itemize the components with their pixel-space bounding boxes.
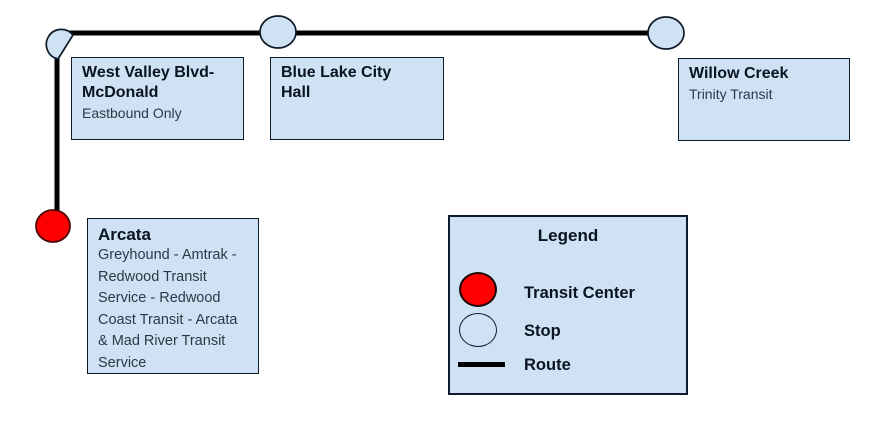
stop-subtitle: Eastbound Only [82,105,182,121]
stop-label-box-arcata: Arcata Greyhound - Amtrak - Redwood Tran… [87,218,259,374]
transit-center-icon [459,272,497,307]
route-line-icon [458,362,505,367]
legend-title: Legend [537,226,599,245]
stop-marker-blue-lake [259,15,297,49]
stop-marker-willow-creek [647,16,685,50]
stop-icon [459,313,497,347]
legend-box: Legend Transit Center Stop Route [448,215,688,395]
transit-center-marker-arcata [35,209,71,243]
stop-subtitle: Greyhound - Amtrak - Redwood Transit Ser… [98,247,238,371]
stop-label-box-blue-lake: Blue Lake City Hall [270,57,444,140]
stop-label-box-west-valley: West Valley Blvd- McDonald Eastbound Onl… [71,57,244,140]
stop-title: Blue Lake City Hall [281,64,392,101]
stop-label-box-willow-creek: Willow Creek Trinity Transit [678,58,850,141]
stop-title: Willow Creek [689,65,789,82]
legend-label-route: Route [524,356,571,374]
legend-label-stop: Stop [524,322,561,340]
stop-title: West Valley Blvd- McDonald [82,64,215,101]
stop-marker-west-valley [45,28,75,60]
legend-label-transit-center: Transit Center [524,284,635,302]
stop-title: Arcata [98,225,151,244]
stop-subtitle: Trinity Transit [689,86,773,102]
